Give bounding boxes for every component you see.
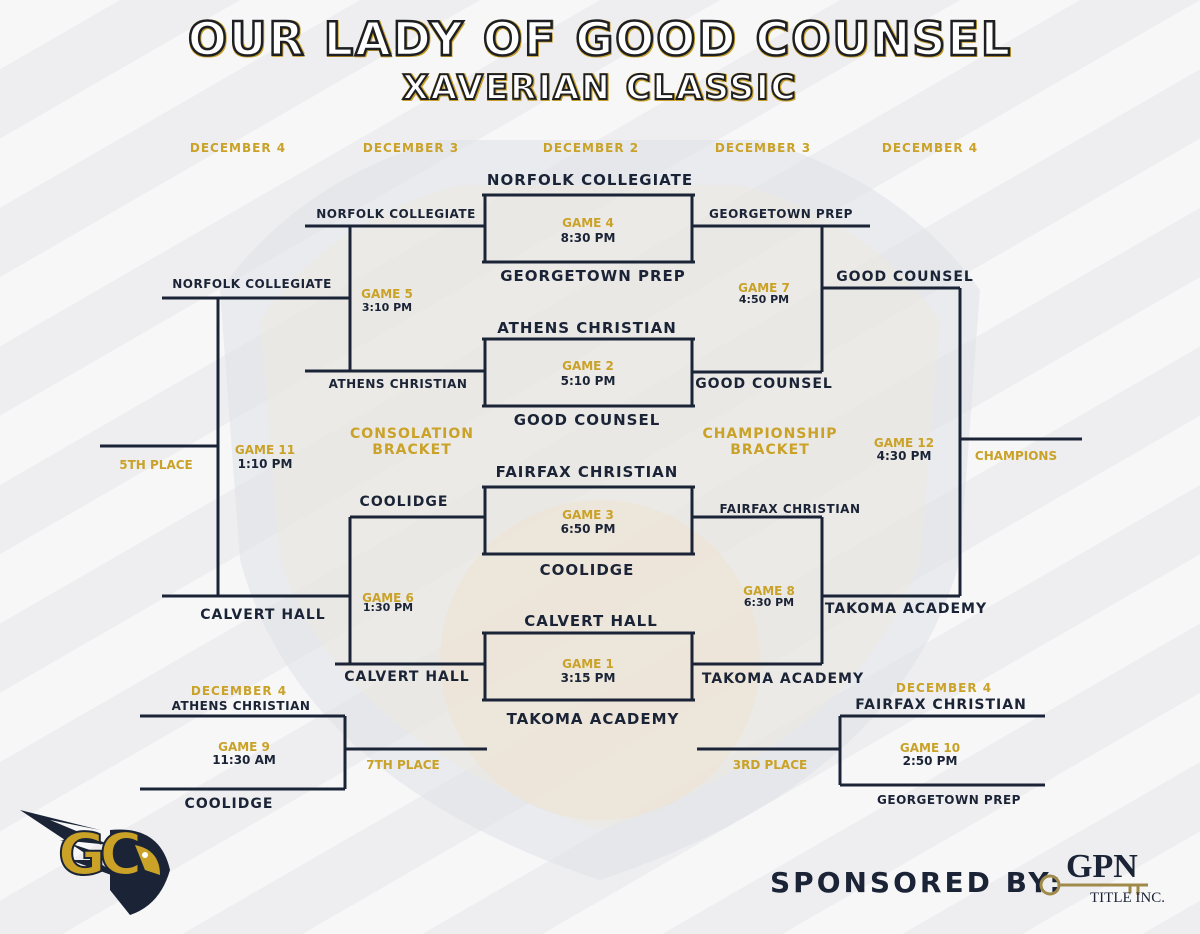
g12-top-team: GOOD COUNSEL [836,269,974,285]
championship-line2: BRACKET [702,442,837,458]
g6-bottom-team: CALVERT HALL [344,669,469,685]
g7-time: 4:50 PM [739,293,789,306]
g4-time: 8:30 PM [561,231,616,245]
g10-bottom-team: GEORGETOWN PREP [877,793,1021,807]
g1-bottom-team: TAKOMA ACADEMY [507,710,680,728]
g1-time: 3:15 PM [561,671,616,685]
g12-time: 4:30 PM [877,449,932,463]
g7-top-team: GEORGETOWN PREP [709,207,853,221]
g10-time: 2:50 PM [903,754,958,768]
g3-time: 6:50 PM [561,522,616,536]
g6-time: 1:30 PM [363,601,413,614]
g3-bottom-team: COOLIDGE [540,561,635,579]
g5-top-team: NORFOLK COLLEGIATE [316,207,476,221]
g11-bottom-team: CALVERT HALL [200,607,325,623]
g5-bottom-team: ATHENS CHRISTIAN [329,377,468,391]
g11-result: 5TH PLACE [119,458,193,472]
school-logo: GC [10,790,180,925]
g11-time: 1:10 PM [238,457,293,471]
g11-top-team: NORFOLK COLLEGIATE [172,277,332,291]
g9-result: 7TH PLACE [366,758,440,772]
consolation-bracket-label: CONSOLATION BRACKET [350,426,474,458]
g5-time: 3:10 PM [362,301,412,314]
g8-time: 6:30 PM [744,596,794,609]
g7-bottom-team: GOOD COUNSEL [695,376,833,392]
g8-top-team: FAIRFAX CHRISTIAN [719,502,860,516]
g6-top-team: COOLIDGE [360,494,449,510]
g2-top-team: ATHENS CHRISTIAN [497,319,677,337]
logo-letters: GC [58,820,136,888]
g12-result: CHAMPIONS [975,449,1057,463]
g5-label: GAME 5 [361,287,413,301]
championship-line1: CHAMPIONSHIP [702,426,837,442]
g12-bottom-team: TAKOMA ACADEMY [825,601,987,617]
sponsor-name: GPN [1066,848,1138,886]
g4-label: GAME 4 [562,216,614,230]
consolation-line2: BRACKET [350,442,474,458]
g4-bottom-team: GEORGETOWN PREP [500,267,686,285]
g1-top-team: CALVERT HALL [524,612,658,630]
g9-label: GAME 9 [218,740,270,754]
sponsor-subtitle: TITLE INC. [1090,890,1165,907]
g8-bottom-team: TAKOMA ACADEMY [702,671,864,687]
g1-label: GAME 1 [562,657,614,671]
g10-date: DECEMBER 4 [896,681,992,695]
g9-time: 11:30 AM [212,753,276,767]
g9-bottom-team: COOLIDGE [185,796,274,812]
g3-top-team: FAIRFAX CHRISTIAN [496,463,679,481]
g10-label: GAME 10 [900,741,960,755]
g3-label: GAME 3 [562,508,614,522]
g2-label: GAME 2 [562,359,614,373]
g10-result: 3RD PLACE [733,758,807,772]
consolation-line1: CONSOLATION [350,426,474,442]
g4-top-team: NORFOLK COLLEGIATE [487,171,693,189]
g2-bottom-team: GOOD COUNSEL [514,411,661,429]
championship-bracket-label: CHAMPIONSHIP BRACKET [702,426,837,458]
sponsored-by-label: SPONSORED BY: [770,866,1063,899]
g10-top-team: FAIRFAX CHRISTIAN [855,697,1027,713]
g11-label: GAME 11 [235,443,295,457]
g12-label: GAME 12 [874,436,934,450]
g9-date: DECEMBER 4 [191,684,287,698]
g2-time: 5:10 PM [561,374,616,388]
g9-top-team: ATHENS CHRISTIAN [172,699,311,713]
